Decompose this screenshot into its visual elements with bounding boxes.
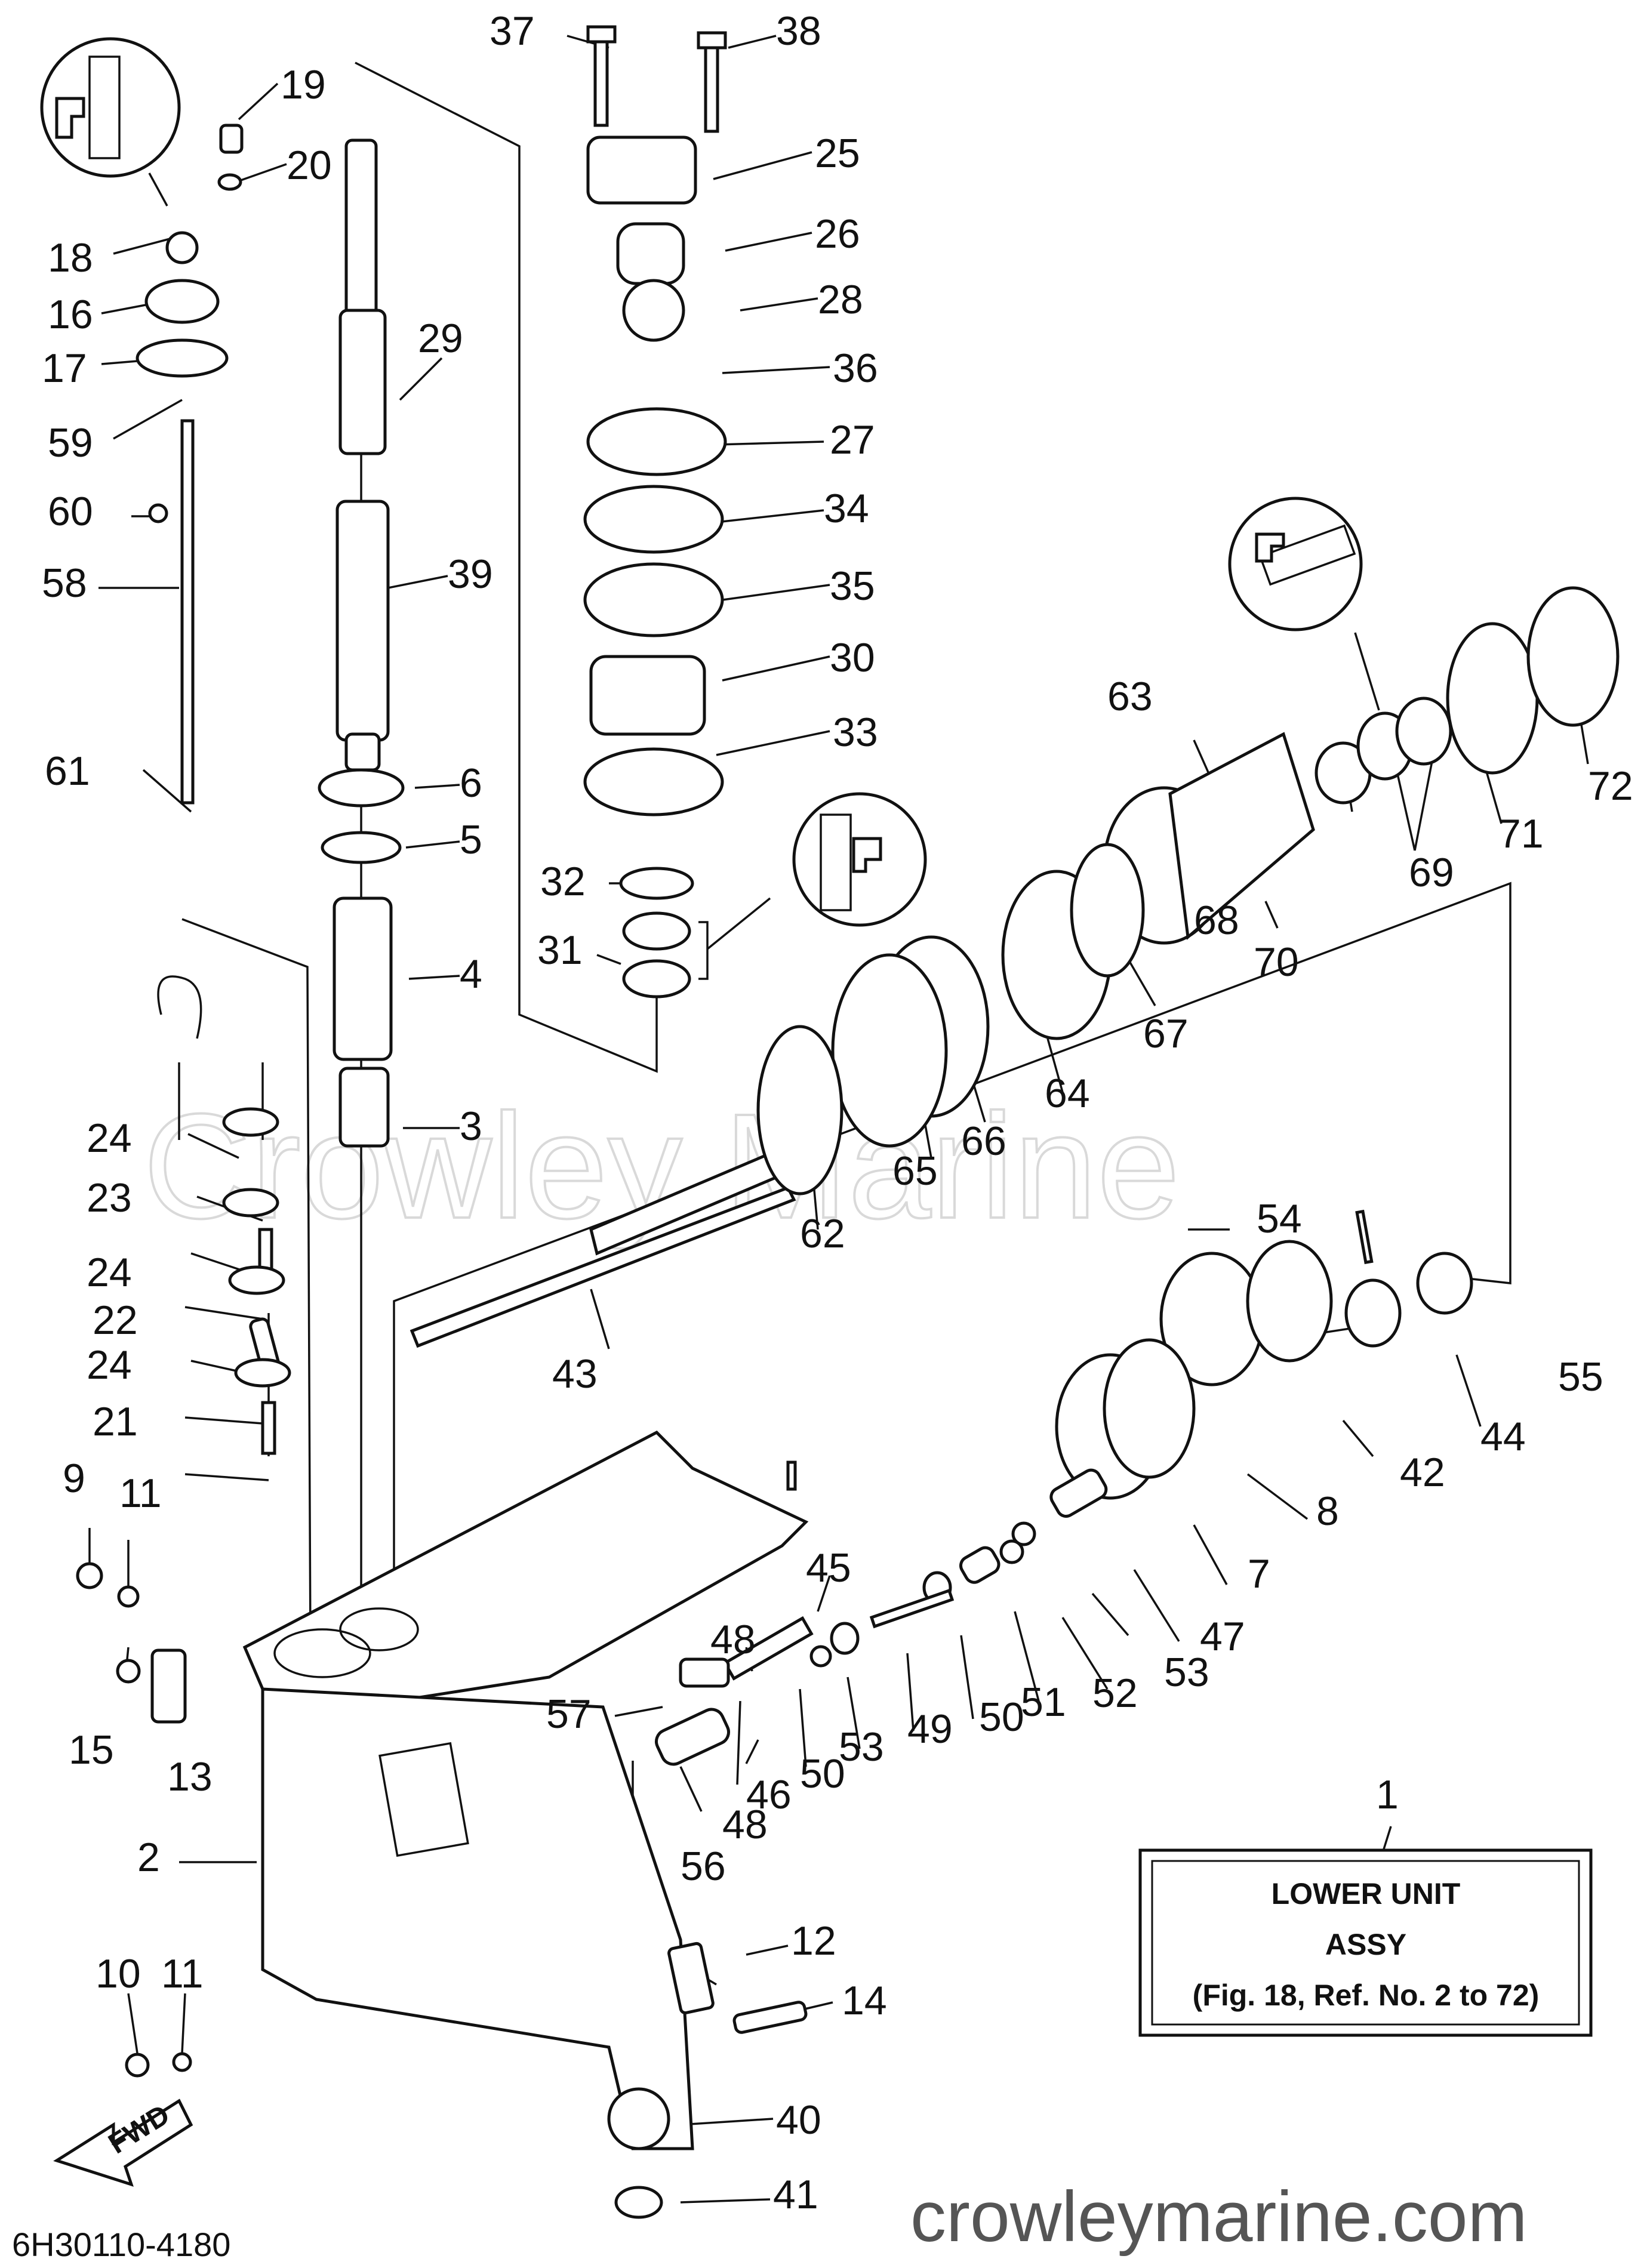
part-label-61: 61 [45,748,90,794]
part-label-22: 22 [93,1298,138,1343]
part-label-21: 21 [93,1399,138,1444]
part-label-71: 71 [1498,811,1544,856]
part-label-3: 3 [460,1104,482,1149]
part-label-64: 64 [1045,1071,1090,1116]
part-label-43: 43 [552,1351,598,1397]
part-label-37: 37 [490,8,535,54]
assembly-box-line2: ASSY [1325,1928,1406,1961]
part-label-54: 54 [1257,1196,1302,1241]
part-label-36: 36 [833,346,878,391]
part-label-29: 29 [418,316,463,361]
part-label-23: 23 [87,1175,132,1221]
part-label-48: 48 [722,1802,768,1847]
part-label-12: 12 [791,1918,836,1964]
part-label-66: 66 [961,1118,1006,1164]
part-label-14: 14 [842,1978,887,2023]
part-label-26: 26 [815,211,860,257]
part-label-50: 50 [800,1751,845,1796]
part-label-42: 42 [1400,1450,1445,1495]
part-label-19: 19 [281,62,326,107]
part-label-62: 62 [800,1211,845,1256]
part-label-5: 5 [460,817,482,862]
part-label-59: 59 [48,420,93,466]
part-label-70: 70 [1254,939,1299,985]
part-label-7: 7 [1248,1551,1270,1597]
part-label-11: 11 [161,1951,204,1996]
part-label-16: 16 [48,292,93,337]
part-label-31: 31 [537,927,583,973]
part-label-53: 53 [839,1724,884,1770]
assembly-box-line1: LOWER UNIT [1272,1877,1461,1910]
part-label-46: 46 [746,1772,792,1817]
part-label-49: 49 [907,1706,953,1752]
part-label-41: 41 [773,2172,818,2217]
part-label-52: 52 [1092,1671,1138,1716]
part-label-9: 9 [63,1456,85,1501]
part-label-30: 30 [830,635,875,680]
detail-bubbles [40,37,1380,927]
part-label-45: 45 [806,1545,851,1591]
part-label-18: 18 [48,235,93,281]
part-label-33: 33 [833,710,878,755]
part-label-44: 44 [1480,1414,1526,1459]
part-label-35: 35 [830,563,875,609]
part-label-20: 20 [287,143,332,188]
part-label-13: 13 [167,1754,213,1799]
part-label-24: 24 [87,1115,132,1161]
part-label-1: 1 [1376,1772,1399,1817]
part-label-25: 25 [815,131,860,176]
part-label-2: 2 [137,1835,160,1880]
part-label-6: 6 [460,760,482,806]
part-label-24: 24 [87,1342,132,1388]
part-label-40: 40 [776,2097,821,2143]
part-label-63: 63 [1107,674,1153,719]
part-label-58: 58 [42,560,87,606]
drawing-code: 6H30110-4180 [12,2226,230,2263]
part-label-56: 56 [681,1844,726,1889]
part-label-24: 24 [87,1250,132,1295]
assembly-box-line3: (Fig. 18, Ref. No. 2 to 72) [1193,1979,1540,2012]
part-label-51: 51 [1021,1680,1066,1725]
part-label-38: 38 [776,8,821,54]
part-label-27: 27 [830,417,875,463]
part-label-69: 69 [1409,850,1454,895]
part-label-57: 57 [546,1691,592,1737]
fwd-arrow-icon [53,2098,193,2187]
part-sketches [53,25,1620,2219]
website-text: crowleymarine.com [910,2177,1528,2257]
part-label-10: 10 [96,1951,141,1996]
part-label-68: 68 [1194,898,1239,943]
part-label-15: 15 [69,1727,114,1773]
part-label-55: 55 [1558,1354,1603,1400]
part-label-34: 34 [824,486,869,531]
part-label-67: 67 [1143,1011,1189,1056]
part-label-8: 8 [1316,1489,1339,1534]
part-label-39: 39 [448,551,493,597]
part-label-53: 53 [1164,1650,1209,1695]
part-label-50: 50 [979,1694,1024,1740]
part-label-65: 65 [892,1148,938,1194]
part-label-47: 47 [1200,1614,1245,1659]
part-label-48: 48 [710,1617,756,1662]
part-label-32: 32 [540,859,586,904]
part-label-72: 72 [1588,763,1633,809]
part-label-17: 17 [42,346,87,391]
assembly-box: LOWER UNIT ASSY (Fig. 18, Ref. No. 2 to … [1138,1848,1593,2037]
part-label-4: 4 [460,951,482,997]
part-label-28: 28 [818,277,863,322]
part-label-11: 11 [119,1471,162,1516]
part-label-60: 60 [48,489,93,534]
leader-lines [88,35,1589,2204]
